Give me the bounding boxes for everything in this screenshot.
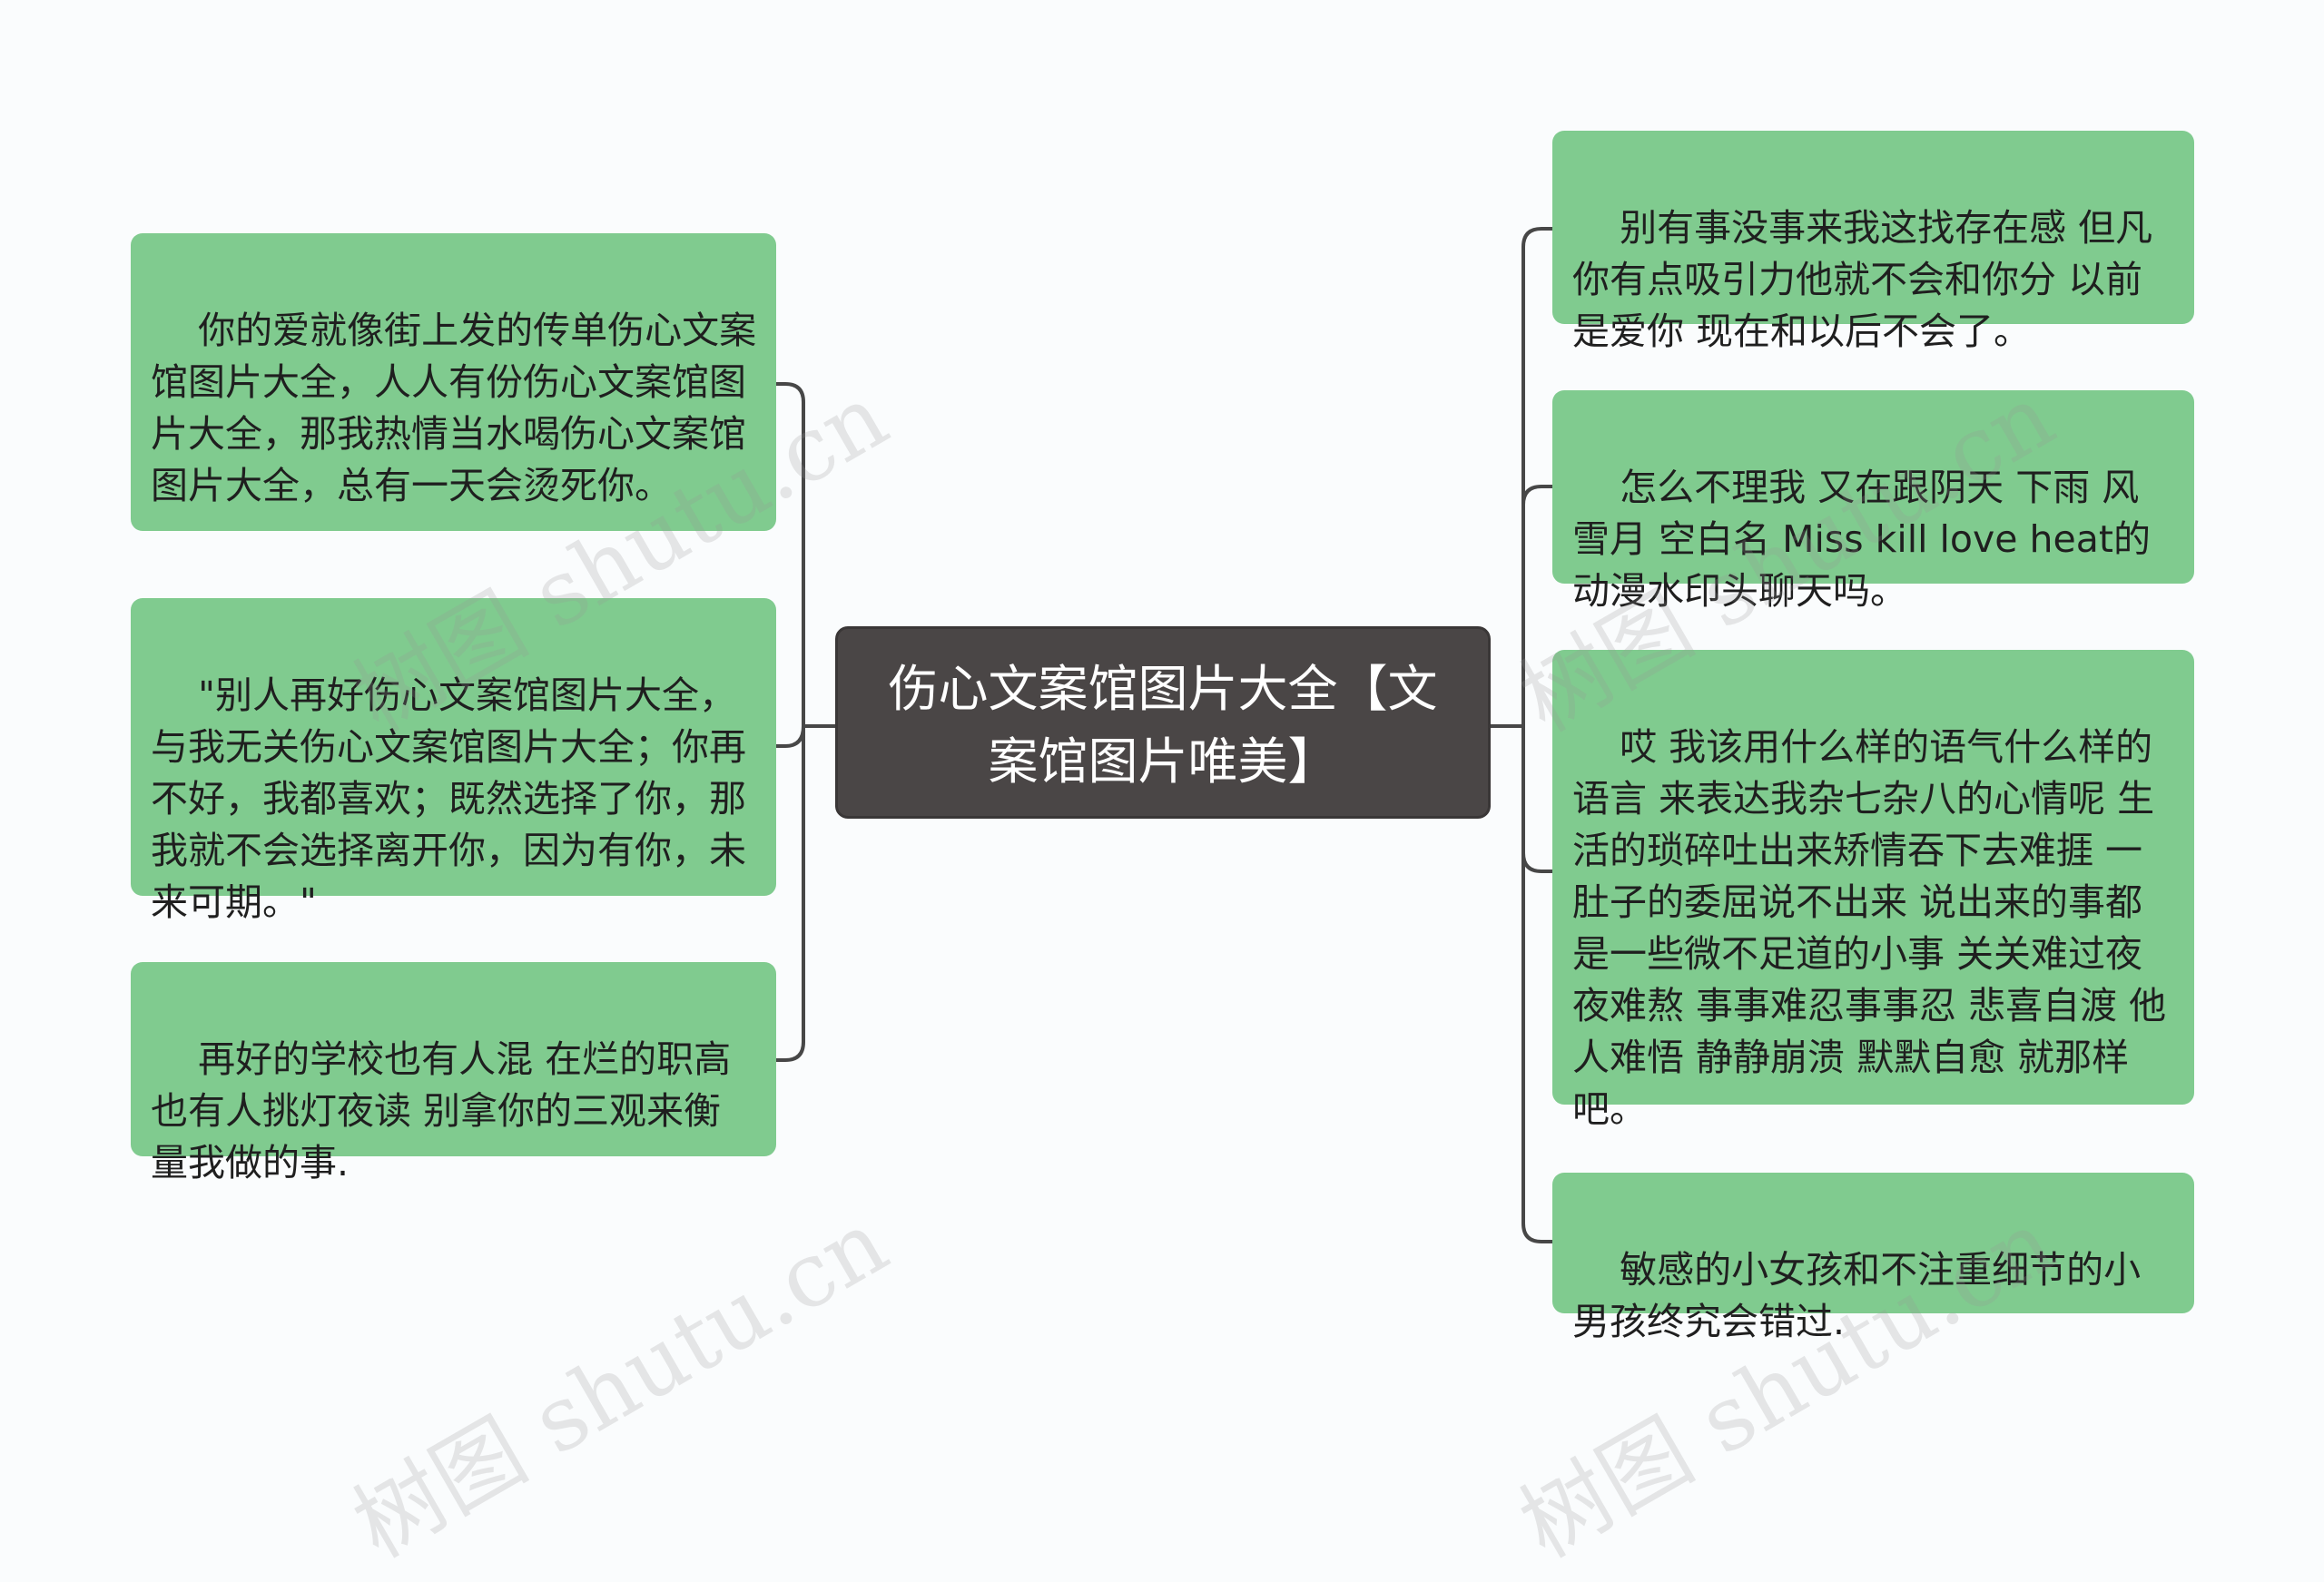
central-topic-text: 伤心文案馆图片大全【文案馆图片唯美】: [888, 660, 1438, 791]
left-branch-text-1: 你的爱就像街上发的传单伤心文案馆图片大全，人人有份伤心文案馆图片大全，那我热情当…: [151, 309, 757, 507]
right-branch-text-2: 怎么不理我 又在跟阴天 下雨 风 雪月 空白名 Miss kill love h…: [1572, 466, 2152, 613]
left-branch-text-3: 再好的学校也有人混 在烂的职高也有人挑灯夜读 别拿你的三观来衡量我做的事.: [151, 1037, 732, 1184]
connector-left-3: [776, 726, 805, 1062]
connector-right-2: [1521, 485, 1552, 726]
connector-left-1: [776, 382, 805, 726]
left-branch-node-3[interactable]: 再好的学校也有人混 在烂的职高也有人挑灯夜读 别拿你的三观来衡量我做的事.: [131, 962, 776, 1184]
mind-map-canvas: 伤心文案馆图片大全【文案馆图片唯美】 你的爱就像街上发的传单伤心文案馆图片大全，…: [131, 131, 2194, 1578]
left-branch-node-1[interactable]: 你的爱就像街上发的传单伤心文案馆图片大全，人人有份伤心文案馆图片大全，那我热情当…: [131, 233, 776, 531]
connector-left-2: [776, 725, 805, 748]
right-branch-node-2[interactable]: 怎么不理我 又在跟阴天 下雨 风 雪月 空白名 Miss kill love h…: [1552, 390, 2194, 613]
connector-right-1: [1521, 227, 1552, 726]
right-branch-node-3[interactable]: 哎 我该用什么样的语气什么样的语言 来表达我杂七杂八的心情呢 生活的琐碎吐出来矫…: [1552, 650, 2194, 1131]
right-branch-text-1: 别有事没事来我这找存在感 但凡你有点吸引力他就不会和你分 以前是爱你 现在和以后…: [1572, 206, 2153, 353]
connector-lines: [776, 227, 1552, 1243]
left-branch-text-2: "别人再好伤心文案馆图片大全，与我无关伤心文案馆图片大全；你再不好，我都喜欢；既…: [151, 673, 746, 924]
connector-right-3: [1521, 726, 1552, 873]
right-branch-node-4[interactable]: 敏感的小女孩和不注重细节的小男孩终究会错过.: [1552, 1173, 2194, 1343]
central-topic-node[interactable]: 伤心文案馆图片大全【文案馆图片唯美】: [835, 626, 1491, 819]
left-branch-node-2[interactable]: "别人再好伤心文案馆图片大全，与我无关伤心文案馆图片大全；你再不好，我都喜欢；既…: [131, 598, 776, 924]
right-branch-node-1[interactable]: 别有事没事来我这找存在感 但凡你有点吸引力他就不会和你分 以前是爱你 现在和以后…: [1552, 131, 2194, 353]
right-branch-text-4: 敏感的小女孩和不注重细节的小男孩终究会错过.: [1572, 1248, 2142, 1343]
connector-right-4: [1521, 726, 1552, 1243]
right-branch-text-3: 哎 我该用什么样的语气什么样的语言 来表达我杂七杂八的心情呢 生活的琐碎吐出来矫…: [1572, 725, 2167, 1131]
